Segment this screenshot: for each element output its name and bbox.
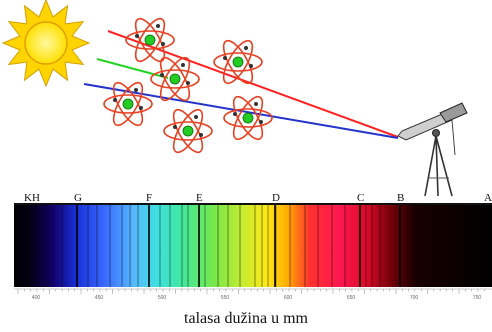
scale-label: 700	[410, 295, 419, 301]
caption: talasa dužina u mm	[184, 310, 308, 327]
fraunhofer-labels: KH G F E D C B A	[24, 192, 492, 204]
spectrum-band	[14, 205, 492, 287]
scale-label: 600	[284, 295, 293, 301]
scale-label: 650	[347, 295, 356, 301]
green-light-ray	[96, 58, 169, 79]
fraunhofer-label: G	[74, 192, 82, 204]
atom-icon	[163, 104, 213, 158]
spectrum: KH G F E D C B A 400 450 500 550 600 650 700 750	[14, 192, 492, 303]
scale-bar	[14, 287, 492, 303]
atom-icon	[213, 35, 263, 89]
scale-label: 400	[32, 295, 41, 301]
scale-label: 500	[158, 295, 167, 301]
fraunhofer-label: D	[272, 192, 280, 204]
spectrum-top-border	[14, 203, 492, 205]
atom-icon	[103, 77, 153, 131]
telescope-icon	[397, 102, 468, 197]
fraunhofer-label: B	[397, 192, 404, 204]
atom-icon	[223, 91, 273, 145]
scale-label: 550	[221, 295, 230, 301]
wavelength-scale: 400 450 500 550 600 650 700 750	[17, 289, 485, 301]
scale-label: 450	[95, 295, 104, 301]
fraunhofer-label: E	[196, 192, 203, 204]
sun-icon	[1, 0, 91, 88]
fraunhofer-label: KH	[24, 192, 40, 204]
fraunhofer-label: C	[357, 192, 364, 204]
fraunhofer-label: F	[146, 192, 152, 204]
scale-label: 750	[473, 295, 482, 301]
absorption-lines	[26, 205, 488, 287]
fraunhofer-label: A	[484, 192, 492, 204]
